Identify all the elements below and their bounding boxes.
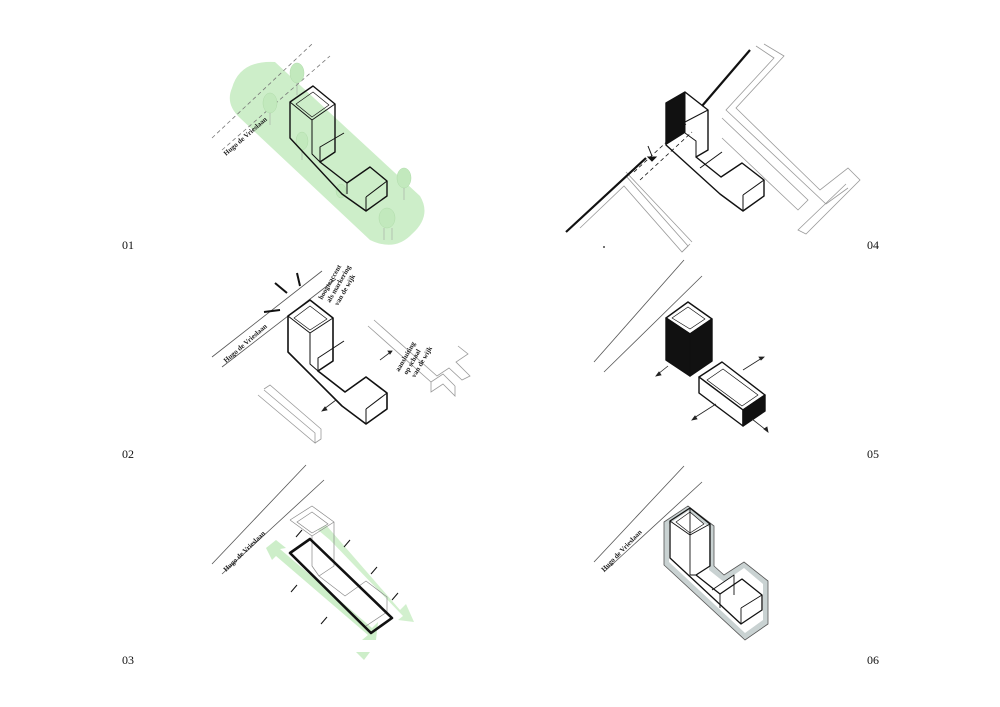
building-massing [289,85,388,212]
green-zone [229,61,425,245]
panel-02: Hugo de Vrieslaan [211,263,471,444]
context-buildings [571,43,861,253]
connection-annotation: aansluiting op schaal van de wijk [394,340,434,379]
panel-number-05: 05 [867,447,879,461]
building-massing [665,301,766,427]
height-accent-rays [263,272,301,313]
setback-arrow [646,145,658,162]
panel-05 [593,259,769,433]
panel-number-04: 04 [867,238,879,252]
black-facade [666,92,685,145]
panel-number-06: 06 [867,653,879,667]
tree-icons [262,62,412,240]
panel-06: Hugo de Vrieslaan [593,465,769,641]
panel-04 [565,43,861,253]
green-flow-arrows [266,525,414,660]
panel-number-03: 03 [122,653,134,667]
directional-arrows [655,356,769,433]
street-label: Hugo de Vrieslaan [222,529,267,573]
panel-number-02: 02 [122,447,134,461]
panel-number-01: 01 [122,238,134,252]
existing-massing-outline [289,505,388,627]
street-label: Hugo de Vrieslaan [600,528,644,573]
panel-03: Hugo de Vrieslaan [211,464,414,660]
building-massing [287,299,388,425]
building-massing [288,537,394,635]
panel-01: Hugo de Vrieslaan [211,43,425,245]
building-massing [665,91,765,212]
connection-arrows [321,350,393,412]
section-ticks [290,529,399,625]
landmark-annotation: hoogteaccent als markering van de wijk [317,263,357,307]
context-buildings [257,319,471,444]
building-massing [669,507,763,625]
